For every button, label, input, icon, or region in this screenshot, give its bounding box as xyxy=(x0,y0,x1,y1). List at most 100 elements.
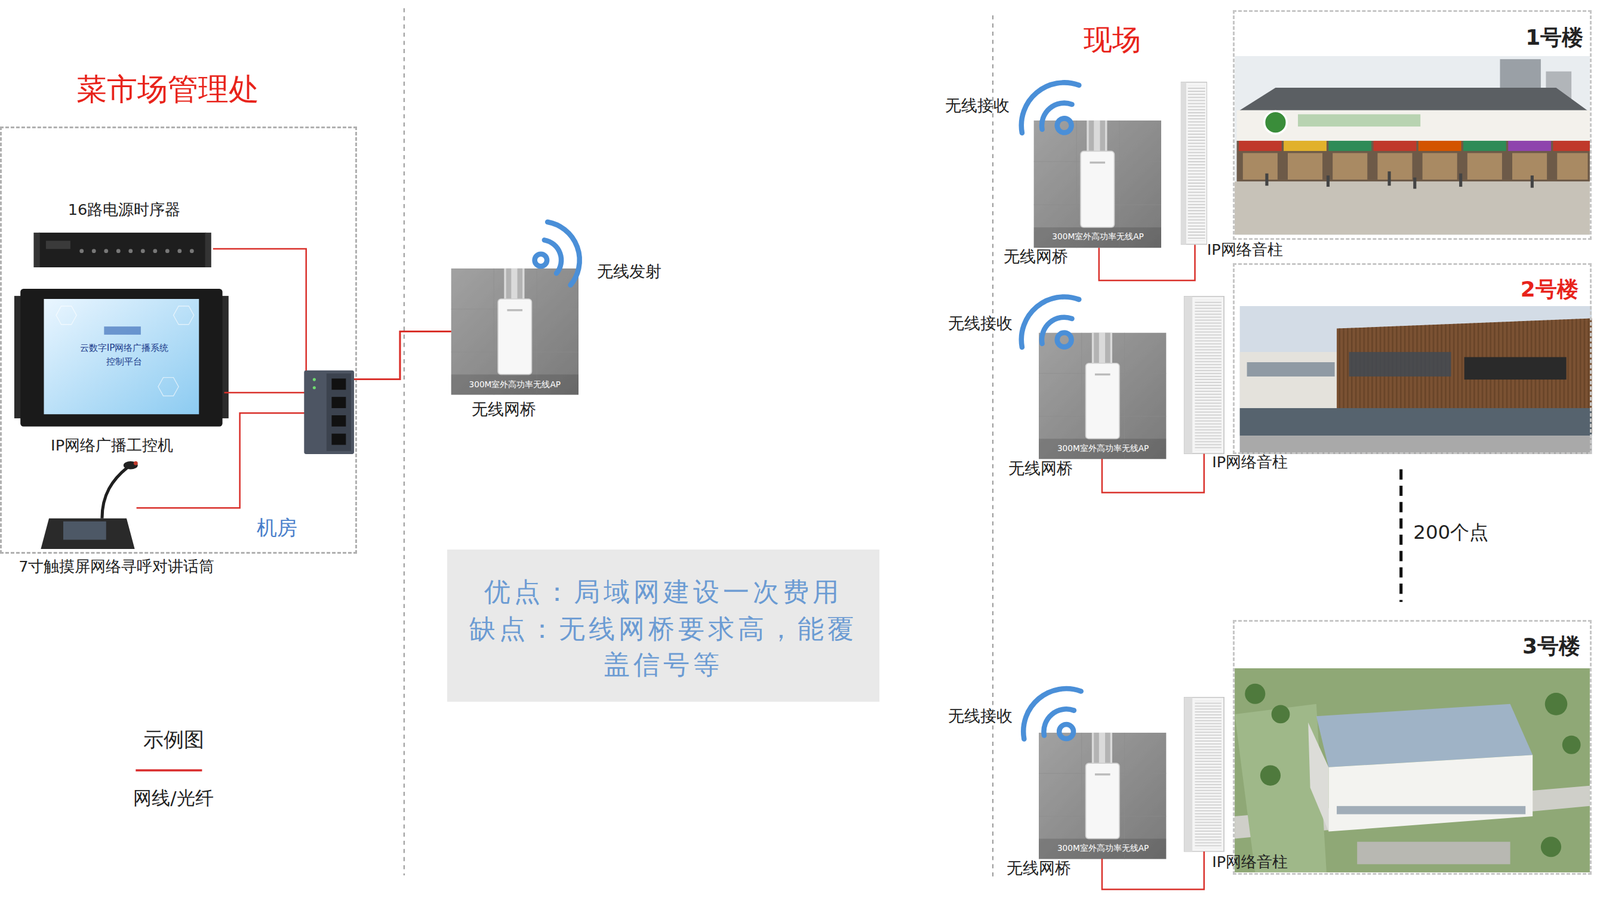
legend-line-sample xyxy=(135,770,202,772)
device-caption: 无线网桥 xyxy=(994,459,1087,479)
column-speaker: IP网络音柱 xyxy=(1180,81,1208,245)
building-photo xyxy=(1240,306,1593,455)
photo-caption: 300M室外高功率无线AP xyxy=(453,379,577,390)
power-sequencer-image xyxy=(45,241,71,250)
building-photo xyxy=(1242,152,1589,180)
power-sequencer-image xyxy=(103,248,109,254)
building-photo xyxy=(1260,765,1281,786)
building-photo xyxy=(1308,722,1329,833)
wireless-bridge-image xyxy=(1038,733,1167,860)
wifi-symbol xyxy=(1021,82,1079,133)
wireless-bridge: 300M室外高功率无线AP无线网桥 xyxy=(1038,732,1167,860)
screen-text: 云数字IP网络广播系统 控制平台 xyxy=(78,341,171,369)
building-photo xyxy=(1463,140,1507,152)
column-speaker: IP网络音柱 xyxy=(1183,696,1225,852)
network-cable xyxy=(136,331,452,509)
network-cable xyxy=(1099,244,1196,281)
device-caption: IP网络广播工控机 xyxy=(10,436,215,455)
building-photo xyxy=(1265,171,1534,189)
wireless-bridge: 300M室外高功率无线AP无线网桥 xyxy=(1033,120,1162,249)
building-photo xyxy=(1413,177,1417,190)
paging-microphone-image xyxy=(133,461,138,466)
power-sequencer-image xyxy=(33,232,40,268)
wifi-symbol xyxy=(1057,332,1072,347)
room-label: 机房 xyxy=(231,515,324,541)
building-photo xyxy=(1240,435,1593,455)
wifi-symbol xyxy=(1041,317,1072,344)
continuation-dash xyxy=(1400,469,1402,603)
building-box: 3号楼 xyxy=(1232,620,1593,876)
building-box: 1号楼 xyxy=(1232,10,1593,240)
device-caption: 无线网桥 xyxy=(992,859,1085,879)
network-switch-image xyxy=(312,386,316,390)
building-photo xyxy=(1234,56,1590,235)
building-photo xyxy=(1552,140,1590,152)
industrial-pc-image xyxy=(56,306,77,325)
building-photo xyxy=(1562,736,1581,755)
signal-label: 无线接收 xyxy=(948,314,1022,334)
building-photo xyxy=(1287,152,1323,180)
signal-label: 无线接收 xyxy=(948,706,1022,727)
photo-caption: 300M室外高功率无线AP xyxy=(1037,231,1160,242)
building-photo xyxy=(1297,114,1421,128)
industrial-pc-image xyxy=(14,288,229,427)
note-box: 优点：局域网建设一次费用缺点：无线网桥要求高，能覆盖信号等 xyxy=(447,549,880,703)
column-speaker-image xyxy=(1184,296,1225,454)
section-heading: 现场 xyxy=(1066,22,1159,57)
wifi-symbol xyxy=(1043,709,1074,736)
section-divider xyxy=(403,8,405,876)
paging-microphone-image xyxy=(40,518,135,550)
paging-microphone-image xyxy=(102,467,128,519)
industrial-pc-image xyxy=(158,377,179,397)
building-photo xyxy=(1373,140,1417,152)
building-photo xyxy=(1328,140,1372,152)
building-photo xyxy=(1508,140,1552,152)
network-cable xyxy=(213,248,452,380)
section-heading: 菜市场管理处 xyxy=(47,71,288,109)
wireless-bridge-image xyxy=(1033,120,1162,249)
power-sequencer-image xyxy=(189,248,195,254)
network-cable xyxy=(224,331,452,394)
wifi-symbol xyxy=(1041,103,1072,130)
column-speaker-image xyxy=(1184,697,1225,852)
power-sequencer-image xyxy=(128,248,133,254)
power-sequencer-image xyxy=(33,232,211,268)
power-sequencer-image xyxy=(140,248,146,254)
building-photo xyxy=(1328,755,1533,832)
wifi-symbol xyxy=(1057,118,1072,133)
power-sequencer-image xyxy=(177,248,182,254)
network-switch-image xyxy=(312,378,316,382)
network-switch-image xyxy=(331,397,346,409)
wireless-bridge-image xyxy=(1038,332,1167,460)
building-photo xyxy=(1242,152,1278,180)
building-photo xyxy=(1357,842,1510,866)
device: 16路电源时序器 xyxy=(35,228,213,272)
building-photo xyxy=(1530,175,1534,189)
network-switch-image xyxy=(331,378,346,390)
network-switch-image xyxy=(331,415,346,427)
building-photo xyxy=(1349,352,1452,377)
device-caption: 无线网桥 xyxy=(989,247,1082,267)
building-photo xyxy=(1545,693,1568,716)
building-photo xyxy=(1540,837,1562,858)
industrial-pc-image xyxy=(43,299,199,415)
note-text: 缺点：无线网桥要求高，能覆盖信号等 xyxy=(464,611,863,684)
building-photo xyxy=(1234,668,1590,873)
building-photo xyxy=(1422,152,1458,180)
legend-line-sample xyxy=(135,769,202,772)
photo-caption: 300M室外高功率无线AP xyxy=(1041,843,1165,854)
power-sequencer-image xyxy=(91,248,97,254)
device-caption: 无线网桥 xyxy=(457,400,550,420)
network-switch-image xyxy=(303,370,355,455)
wifi-symbol xyxy=(547,222,580,286)
building-photo xyxy=(1238,140,1282,152)
building-photo xyxy=(1336,806,1526,815)
count-note: 200个点 xyxy=(1413,521,1510,545)
power-sequencer-image xyxy=(79,248,194,254)
device-caption: 16路电源时序器 xyxy=(32,200,217,220)
